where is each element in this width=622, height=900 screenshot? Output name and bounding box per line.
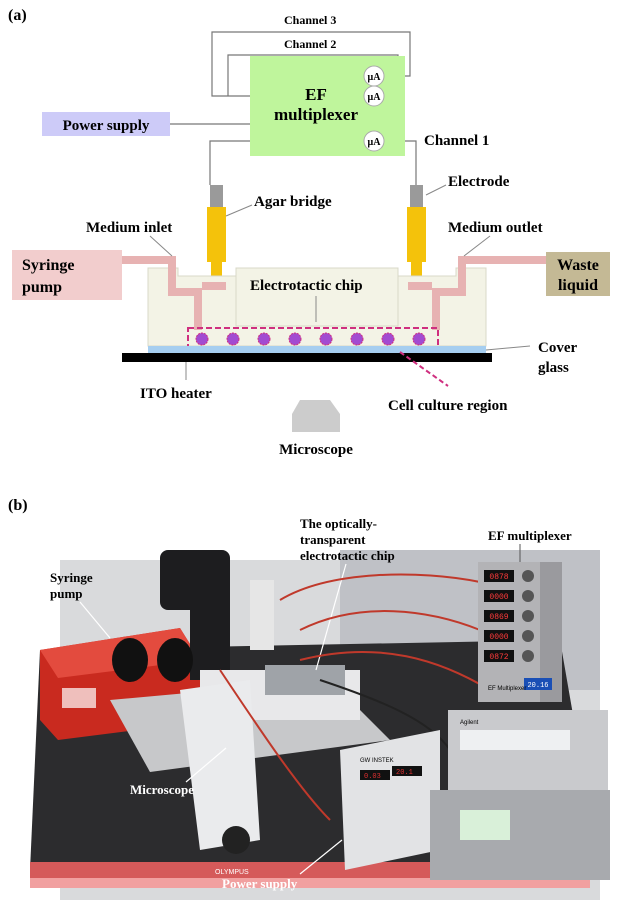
syringe-pump-label-1: Syringe [22,257,74,274]
psu-display-right: 20.1 [396,769,413,777]
electrode-label: Electrode [448,174,510,190]
syringe-pump-photo-label-2: pump [50,586,83,601]
left-electrode [207,185,226,282]
mux-channel-readout: 0000 [489,633,508,642]
setup-photo: (b) Syringe pump Microscope OLYMPUS The … [0,490,622,900]
cover-glass-label-1: Cover [538,340,577,356]
meter-brand: Agilent [460,720,479,726]
mux-knob-icon [522,630,534,642]
cell-culture-label: Cell culture region [388,398,508,414]
right-electrode [407,185,426,282]
ef-multiplexer-photo-label: EF multiplexer [488,528,572,543]
cables [219,573,491,821]
ef-multiplexer-title: EF [305,85,327,104]
ammeter-1-label: μA [368,137,382,148]
schematic-diagram: (a) Channel 3 Channel 2 EF multiplexer μ… [8,7,610,458]
cover-glass [148,346,486,353]
setup-photo-illustration: (b) Syringe pump Microscope OLYMPUS The … [0,490,622,900]
cell-marker [350,332,364,346]
cell-marker [319,332,333,346]
mux-channel-readout: 0872 [489,653,508,662]
cell-marker [412,332,426,346]
waste-liquid-label-2: liquid [558,277,598,294]
cell-markers [195,332,426,346]
medium-outlet-label: Medium outlet [448,220,543,236]
agar-bridge-label: Agar bridge [254,194,332,210]
panel-a-tag: (a) [8,7,27,24]
syringe-pump-box [12,250,122,300]
channel-1-label: Channel 1 [424,133,489,149]
cell-marker [288,332,302,346]
mux-display: 20.16 [527,682,548,690]
chip-photo-label-1: The optically- [300,516,377,531]
mux-channel-readout: 0878 [489,573,508,582]
syringe-pump-label-2: pump [22,279,62,296]
cell-marker [257,332,271,346]
power-supply-photo-label: Power supply [222,876,298,891]
cell-region-pointer [399,351,449,387]
psu-display-left: 0.03 [364,773,381,781]
power-supply-device [340,730,440,870]
medium-inlet-label: Medium inlet [86,220,172,236]
agar-bridge-pointer [225,204,253,217]
mux-knob-icon [522,610,534,622]
microscope-device [112,550,360,854]
mux-displays: 0878 0000 0869 0000 0872 [484,570,534,662]
electrode-pointer [425,184,447,196]
mux-display-bg [484,650,514,662]
ef-multiplexer-subtitle: multiplexer [274,105,358,124]
mux-channel-readout: 0000 [489,593,508,602]
psu-brand: GW INSTEK [360,758,394,764]
power-supply-box [42,112,170,136]
cell-marker [226,332,240,346]
chip-on-stage [265,665,345,695]
syringe-pump-photo-label-1: Syringe [50,570,93,585]
mux-display-bg [484,610,514,622]
microscope-photo-label: Microscope [130,782,194,797]
scope-brand: OLYMPUS [215,869,249,876]
waste-liquid-box [546,252,610,296]
waste-liquid-label-1: Waste [557,257,599,274]
mux-display-bg [484,570,514,582]
cell-marker [381,332,395,346]
ammeter-3-label: μA [368,72,382,83]
ito-heater [122,353,492,362]
cover-glass-label-2: glass [538,360,569,376]
microscope-objective-icon [292,400,340,432]
mux-knob-icon [522,650,534,662]
cell-marker [195,332,209,346]
electrotactic-chip-label: Electrotactic chip [250,278,363,294]
microscope-label: Microscope [279,442,353,458]
channel-3-label: Channel 3 [284,13,336,27]
multimeter-device [430,710,610,880]
mux-knob-icon [522,570,534,582]
channel-2-label: Channel 2 [284,37,336,51]
panel-b-tag: (b) [8,497,28,514]
chip-photo-label-2: transparent [300,532,366,547]
ammeter-2-label: μA [368,92,382,103]
mux-channel-readout: 0869 [489,613,508,622]
chip-photo-label-3: electrotactic chip [300,548,395,563]
mux-display-bg [484,590,514,602]
mux-knob-icon [522,590,534,602]
ammeter-icons [363,65,385,152]
mux-label: EF Multiplexer [488,686,526,692]
power-supply-label: Power supply [63,118,150,134]
mux-display-bg [484,630,514,642]
ito-heater-label: ITO heater [140,386,212,402]
